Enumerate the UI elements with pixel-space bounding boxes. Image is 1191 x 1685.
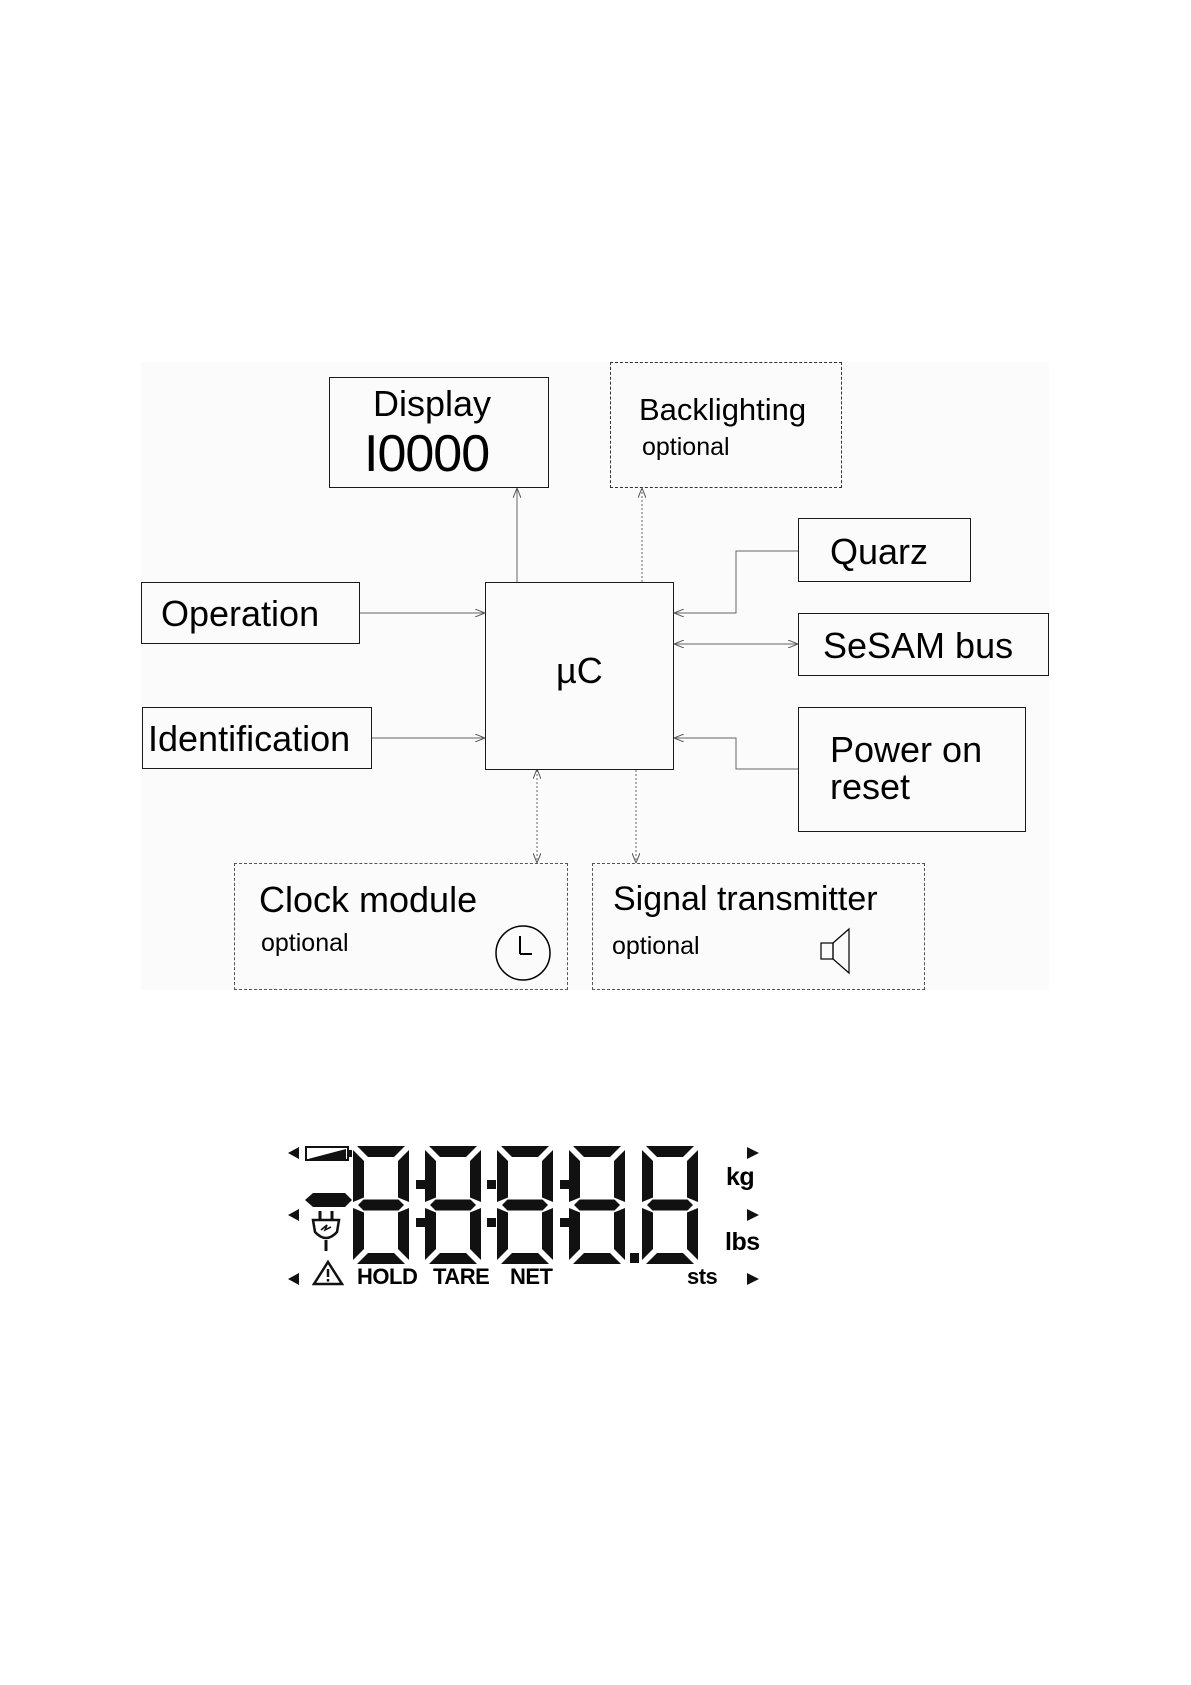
digit-5-segment [647,1200,693,1211]
right-arrow-icon [746,1146,760,1160]
lcd-label-net: NET [510,1266,553,1288]
digit-5-segment [687,1208,698,1260]
display-value: I0000 [364,428,489,480]
digit-3-segment [542,1208,553,1260]
digit-2-segment [425,1150,436,1202]
quarz-title: Quarz [830,534,928,570]
digit-2-segment [470,1150,481,1202]
sesam-box: SeSAM bus [798,613,1049,676]
digit-2-segment [429,1253,477,1264]
mcu-title: µC [556,653,603,689]
colon-dot [560,1218,569,1227]
digit-4-segment [573,1253,621,1264]
minus-sign-icon [305,1192,353,1208]
mcu-box: µC [485,582,674,770]
power-plug-icon [310,1210,344,1252]
signal-sub: optional [612,934,700,959]
digit-4-segment [569,1208,580,1260]
colon-dot [416,1218,425,1227]
digit-5-segment [687,1150,698,1202]
colon-dot [487,1180,496,1189]
lcd-label-kg: kg [726,1165,754,1190]
digit-3-segment [502,1200,548,1211]
power-title-line2: reset [830,769,910,805]
signal-transmitter-box: Signal transmitter optional [592,863,925,990]
power-on-reset-box: Power on reset [798,707,1026,832]
speaker-icon [819,925,859,981]
operation-title: Operation [161,596,319,632]
warning-icon [312,1260,344,1286]
backlighting-title: Backlighting [639,394,806,425]
digit-5-segment [646,1146,694,1157]
digit-2-segment [430,1200,476,1211]
left-arrow-icon [287,1146,301,1160]
left-arrow-icon [287,1272,301,1286]
display-box: Display I0000 [329,377,549,488]
digit-3-segment [497,1150,508,1202]
digit-4-segment [614,1150,625,1202]
digit-5-segment [646,1253,694,1264]
digit-1-segment [358,1200,404,1211]
power-to-mcu-line [675,738,798,769]
identification-box: Identification [142,707,372,769]
digit-1-segment [398,1150,409,1202]
lcd-label-tare: TARE [433,1266,489,1288]
quarz-box: Quarz [798,518,971,582]
backlighting-sub: optional [642,435,730,460]
digit-3-segment [501,1146,549,1157]
power-title-line1: Power on [830,732,982,768]
digit-3-segment [501,1253,549,1264]
right-arrow-icon [746,1208,760,1222]
decimal-point [630,1253,639,1263]
battery-icon [305,1145,355,1163]
colon-dot [416,1180,425,1189]
quarz-to-mcu-line [675,551,798,613]
lcd-segment-display: kg lbs HOLD TARE NET sts [285,1140,765,1290]
digit-2-segment [470,1208,481,1260]
digit-1-segment [357,1253,405,1264]
digit-2-segment [425,1208,436,1260]
digit-3-segment [542,1150,553,1202]
signal-title: Signal transmitter [613,882,878,916]
digit-5-segment [642,1208,653,1260]
digit-1-segment [398,1208,409,1260]
backlighting-box: Backlighting optional [610,362,842,488]
digit-1-segment [353,1208,364,1260]
clock-sub: optional [261,931,349,956]
clock-module-box: Clock module optional [234,863,568,990]
digit-1-segment [357,1146,405,1157]
digit-4-segment [573,1146,621,1157]
display-title: Display [373,386,491,422]
colon-dot [487,1218,496,1227]
operation-box: Operation [141,582,360,644]
digit-4-segment [614,1208,625,1260]
digit-5-segment [642,1150,653,1202]
left-arrow-icon [287,1208,301,1222]
digit-2-segment [429,1146,477,1157]
sesam-title: SeSAM bus [823,628,1013,664]
digit-4-segment [574,1200,620,1211]
identification-title: Identification [148,721,350,757]
right-arrow-icon [746,1272,760,1286]
colon-dot [560,1180,569,1189]
lcd-label-hold: HOLD [357,1266,417,1288]
lcd-label-sts: sts [687,1266,717,1288]
clock-title: Clock module [259,882,477,918]
digit-4-segment [569,1150,580,1202]
lcd-label-lbs: lbs [725,1230,760,1255]
digit-3-segment [497,1208,508,1260]
clock-icon [494,924,554,984]
